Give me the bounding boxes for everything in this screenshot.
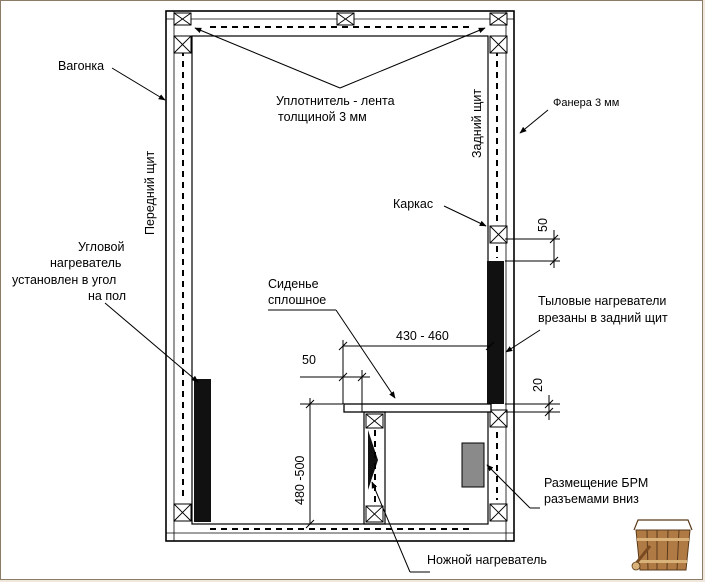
label-corner-heater-line4: на пол [88,289,126,303]
dim-50-top: 50 [536,218,550,232]
label-back-panel: Задний щит [470,89,484,158]
label-seal-line2: толщиной 3 мм [278,110,367,124]
dim-20: 20 [531,378,545,392]
seat-leg-outline [363,411,386,525]
brm-box [461,442,485,488]
label-rear-heaters-line2: врезаны в задний щит [538,311,668,325]
label-brm-line2: разъемами вниз [544,492,639,506]
dim-480-500: 480 -500 [293,456,307,505]
label-brm-line1: Размещение БРМ [544,476,648,490]
label-seat-line1: Сиденье [268,277,319,291]
rear-heater [487,261,504,404]
leader-lines [104,27,549,573]
label-rear-heaters-line1: Тыловые нагреватели [538,294,666,308]
label-seat-line2: сплошное [268,293,326,307]
cabin-walls [165,10,515,542]
foot-heater [368,430,378,490]
label-corner-heater-line3: установлен в угол [12,273,116,287]
inner-wall-contour [191,35,489,525]
label-corner-heater-line1: Угловой [78,240,125,254]
label-corner-heater-line2: нагреватель [50,256,121,270]
dim-430-460: 430 - 460 [396,329,449,343]
sauna-bucket-logo [631,519,693,571]
label-frame: Каркас [393,197,433,211]
label-foot-heater: Ножной нагреватель [427,553,547,567]
dimension-lines [300,230,560,529]
label-plywood: Фанера 3 мм [553,97,619,109]
label-front-panel: Передний щит [143,151,157,235]
label-seal-line1: Уплотнитель - лента [276,94,395,108]
dim-50-seat: 50 [302,353,316,367]
corner-heater [194,379,211,522]
seat-support [363,411,386,525]
label-vagonka: Вагонка [58,59,104,73]
seat-board [343,403,492,413]
